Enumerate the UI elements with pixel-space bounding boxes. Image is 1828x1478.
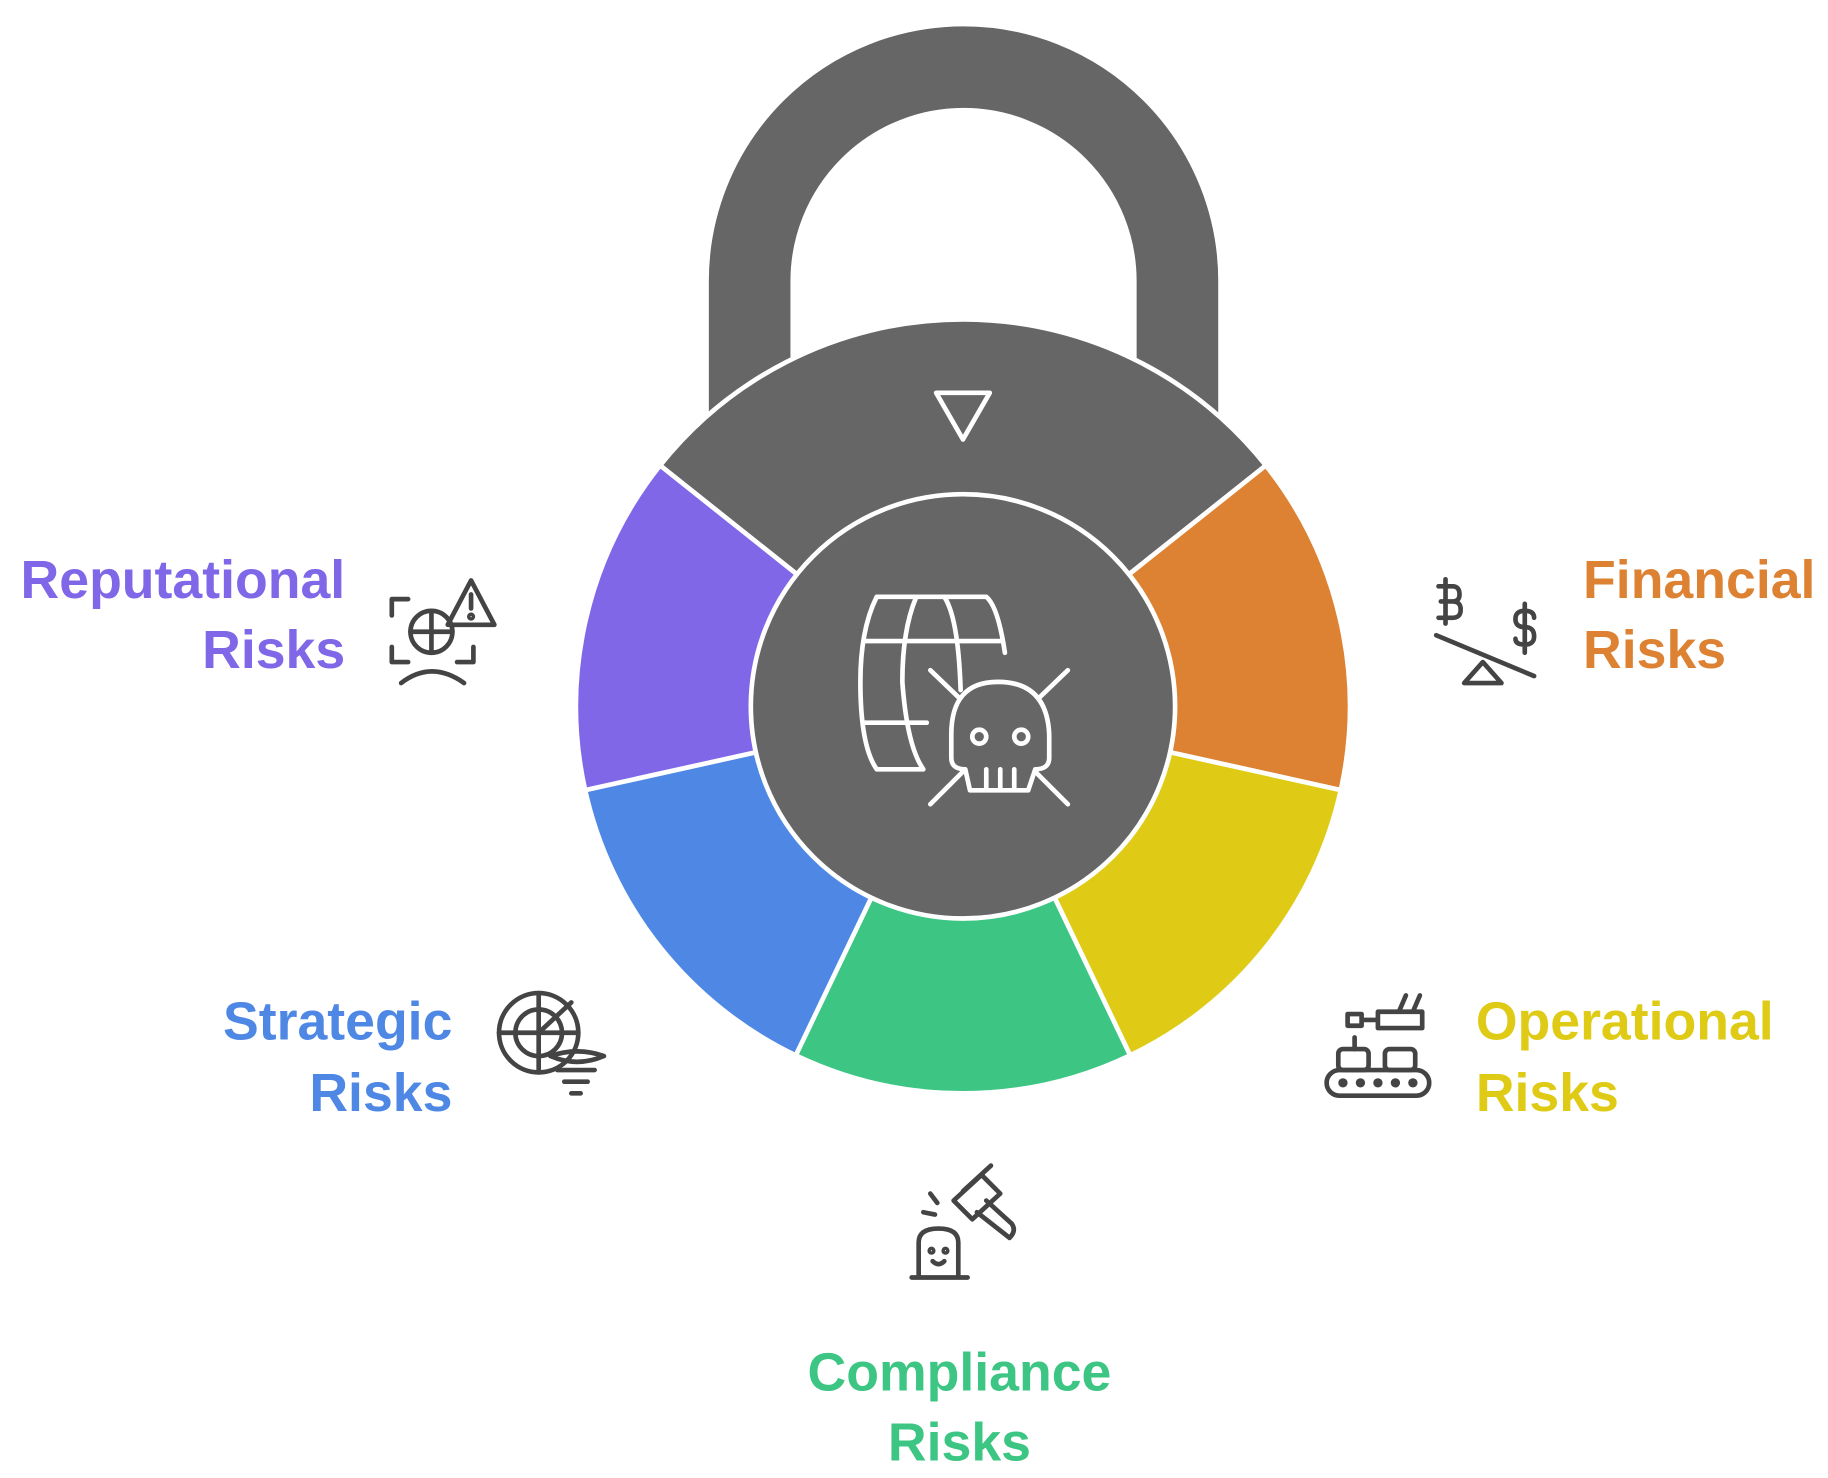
globe-skull-icon (858, 594, 1071, 807)
radar-tornado-icon (496, 990, 607, 1096)
lock-shackle (708, 26, 1219, 420)
person-warning-icon (389, 578, 497, 686)
gavel-icon (909, 1163, 1017, 1280)
lock-center (748, 491, 1178, 921)
triangle-down-icon (933, 390, 993, 442)
bitcoin-dollar-seesaw-icon (1433, 576, 1537, 686)
conveyor-robot-arm-icon (1324, 993, 1432, 1099)
